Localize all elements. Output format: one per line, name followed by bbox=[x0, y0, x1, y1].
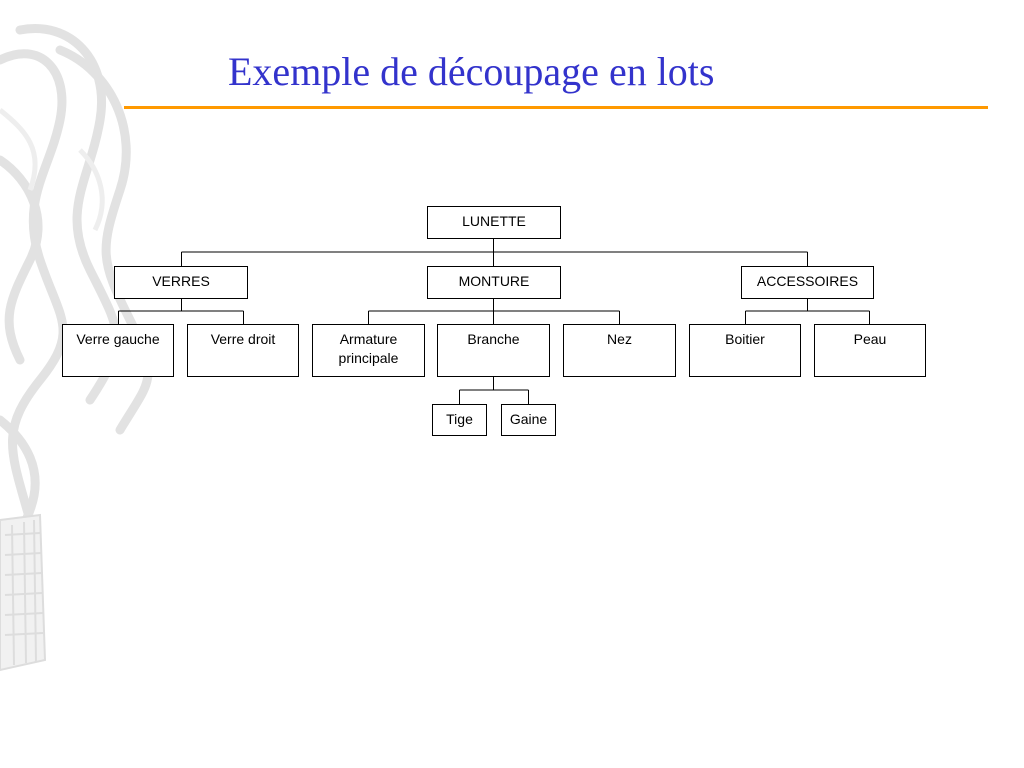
node-tige: Tige bbox=[432, 404, 487, 436]
node-branche: Branche bbox=[437, 324, 550, 377]
title-underline bbox=[124, 106, 988, 109]
node-label: Verre gauche bbox=[76, 331, 160, 347]
node-verre-droit: Verre droit bbox=[187, 324, 299, 377]
node-label: Peau bbox=[853, 331, 887, 347]
connector-accessoires-children bbox=[745, 298, 870, 325]
node-verres: VERRES bbox=[114, 266, 248, 299]
decorative-sketch-background bbox=[0, 24, 153, 672]
node-label: Boitier bbox=[725, 331, 765, 347]
node-label-line1: Armature bbox=[339, 331, 398, 347]
connector-monture-children bbox=[368, 298, 620, 325]
connector-branche-children bbox=[459, 377, 529, 405]
node-verre-gauche: Verre gauche bbox=[62, 324, 174, 377]
node-label: Tige bbox=[446, 411, 473, 427]
slide-title: Exemple de découpage en lots bbox=[228, 49, 715, 94]
connector-root-level1 bbox=[181, 238, 808, 267]
node-label-line2: principale bbox=[338, 350, 399, 366]
node-peau: Peau bbox=[814, 324, 926, 377]
node-gaine: Gaine bbox=[501, 404, 556, 436]
node-label: MONTURE bbox=[458, 273, 530, 289]
node-monture: MONTURE bbox=[427, 266, 561, 299]
node-label: LUNETTE bbox=[462, 213, 526, 229]
node-label: ACCESSOIRES bbox=[756, 273, 859, 289]
node-label: Gaine bbox=[509, 411, 548, 427]
node-boitier: Boitier bbox=[689, 324, 801, 377]
node-nez: Nez bbox=[563, 324, 676, 377]
node-label: Branche bbox=[467, 331, 520, 347]
node-lunette: LUNETTE bbox=[427, 206, 561, 239]
node-accessoires: ACCESSOIRES bbox=[741, 266, 874, 299]
node-label: Verre droit bbox=[210, 331, 276, 347]
node-label: VERRES bbox=[152, 273, 210, 289]
node-label: Nez bbox=[607, 331, 632, 347]
connector-verres-children bbox=[118, 298, 244, 325]
node-armature-principale: Armature principale bbox=[312, 324, 425, 377]
